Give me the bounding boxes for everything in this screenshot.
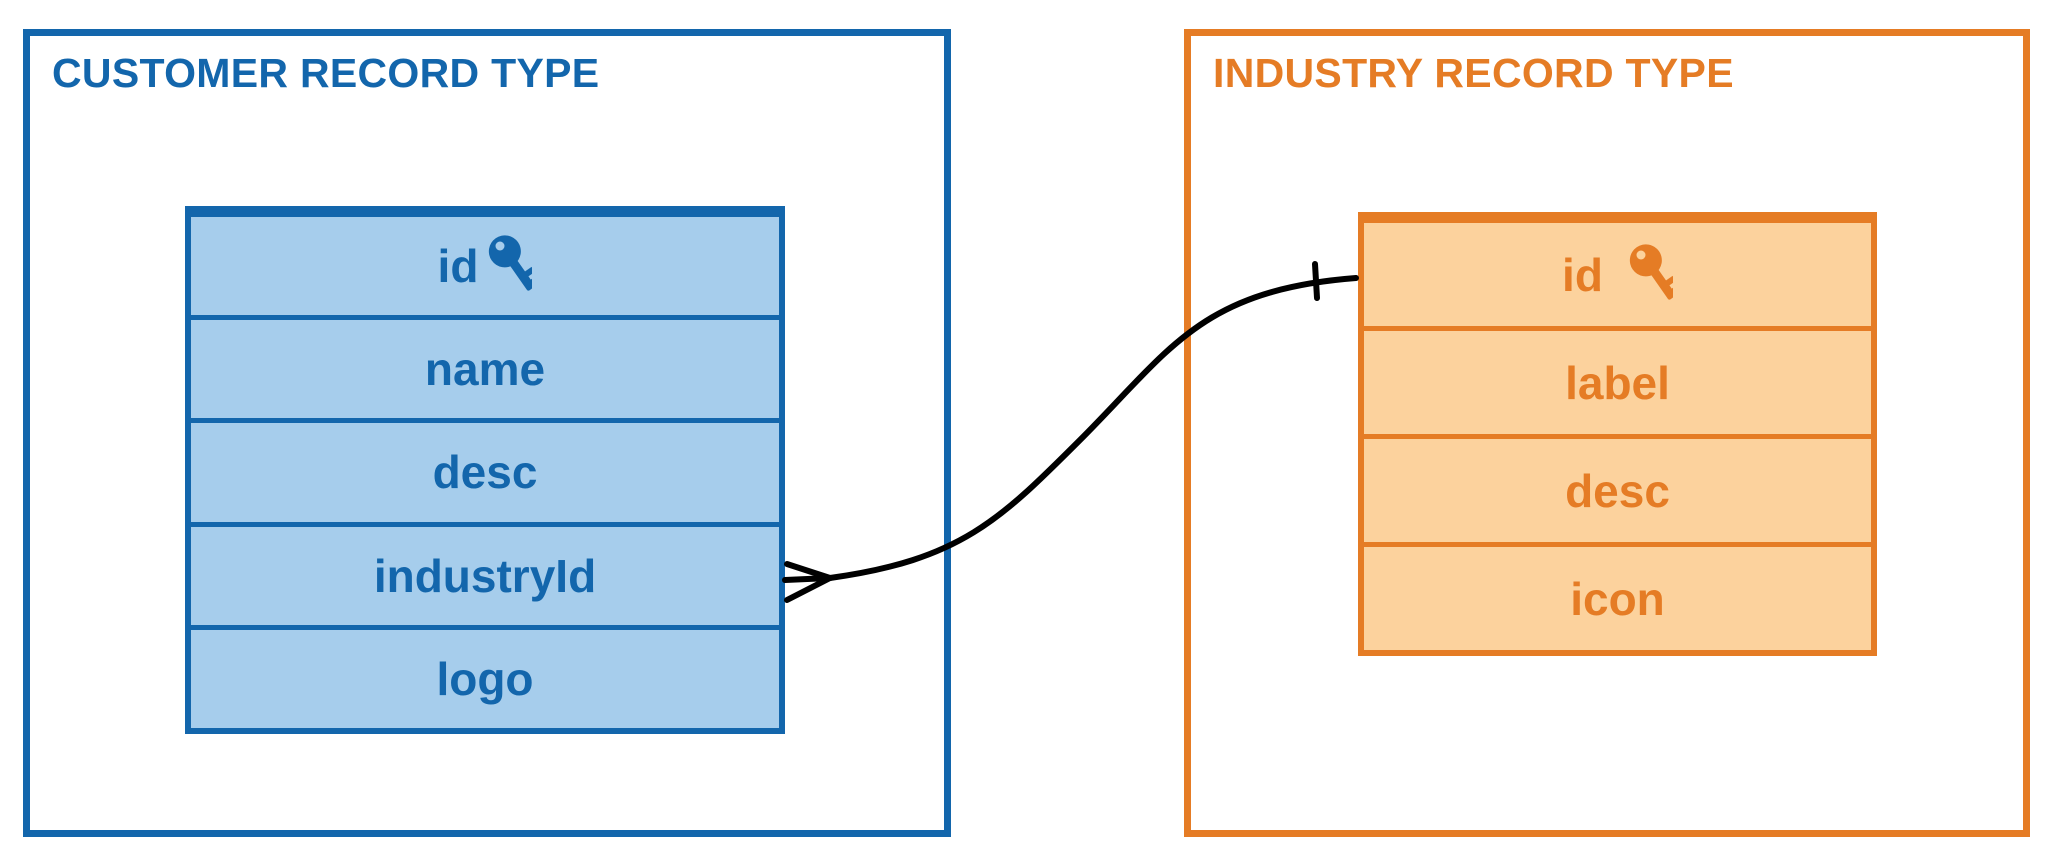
relationship-line bbox=[827, 275, 1359, 581]
industry-fields-table: id label desc icon bbox=[1358, 212, 1877, 656]
industry-record-type-title: INDUSTRY RECORD TYPE bbox=[1213, 50, 1734, 96]
one-marker bbox=[1312, 261, 1320, 301]
industry-field-id[interactable]: id bbox=[1364, 218, 1871, 326]
customer-fields-table: id name desc industryId logo bbox=[185, 206, 785, 734]
industry-record-type-frame: INDUSTRY RECORD TYPE bbox=[1184, 29, 2030, 837]
customer-field-id[interactable]: id bbox=[191, 212, 779, 315]
customer-field-label: logo bbox=[436, 652, 534, 705]
industry-field-label-text: label bbox=[1565, 356, 1670, 409]
customer-field-label: desc bbox=[432, 446, 538, 499]
customer-record-type-title: CUSTOMER RECORD TYPE bbox=[52, 50, 600, 96]
customer-field-industryid[interactable]: industryId bbox=[191, 521, 779, 625]
industry-field-label[interactable]: label bbox=[1364, 326, 1871, 434]
customer-field-desc[interactable]: desc bbox=[191, 418, 779, 521]
customer-field-logo[interactable]: logo bbox=[191, 624, 779, 728]
industry-field-label: id bbox=[1562, 248, 1603, 301]
crows-foot-many-marker bbox=[782, 561, 833, 603]
customer-field-label: industryId bbox=[373, 549, 597, 602]
customer-record-type-frame: CUSTOMER RECORD TYPE bbox=[23, 29, 951, 837]
industry-field-desc[interactable]: desc bbox=[1364, 434, 1871, 542]
industry-field-label-text: icon bbox=[1570, 572, 1665, 625]
industry-field-icon[interactable]: icon bbox=[1364, 542, 1871, 650]
industry-field-label-text: desc bbox=[1565, 464, 1670, 517]
customer-field-label: id bbox=[437, 240, 479, 293]
customer-field-name[interactable]: name bbox=[191, 315, 779, 418]
customer-field-label: name bbox=[424, 343, 546, 396]
